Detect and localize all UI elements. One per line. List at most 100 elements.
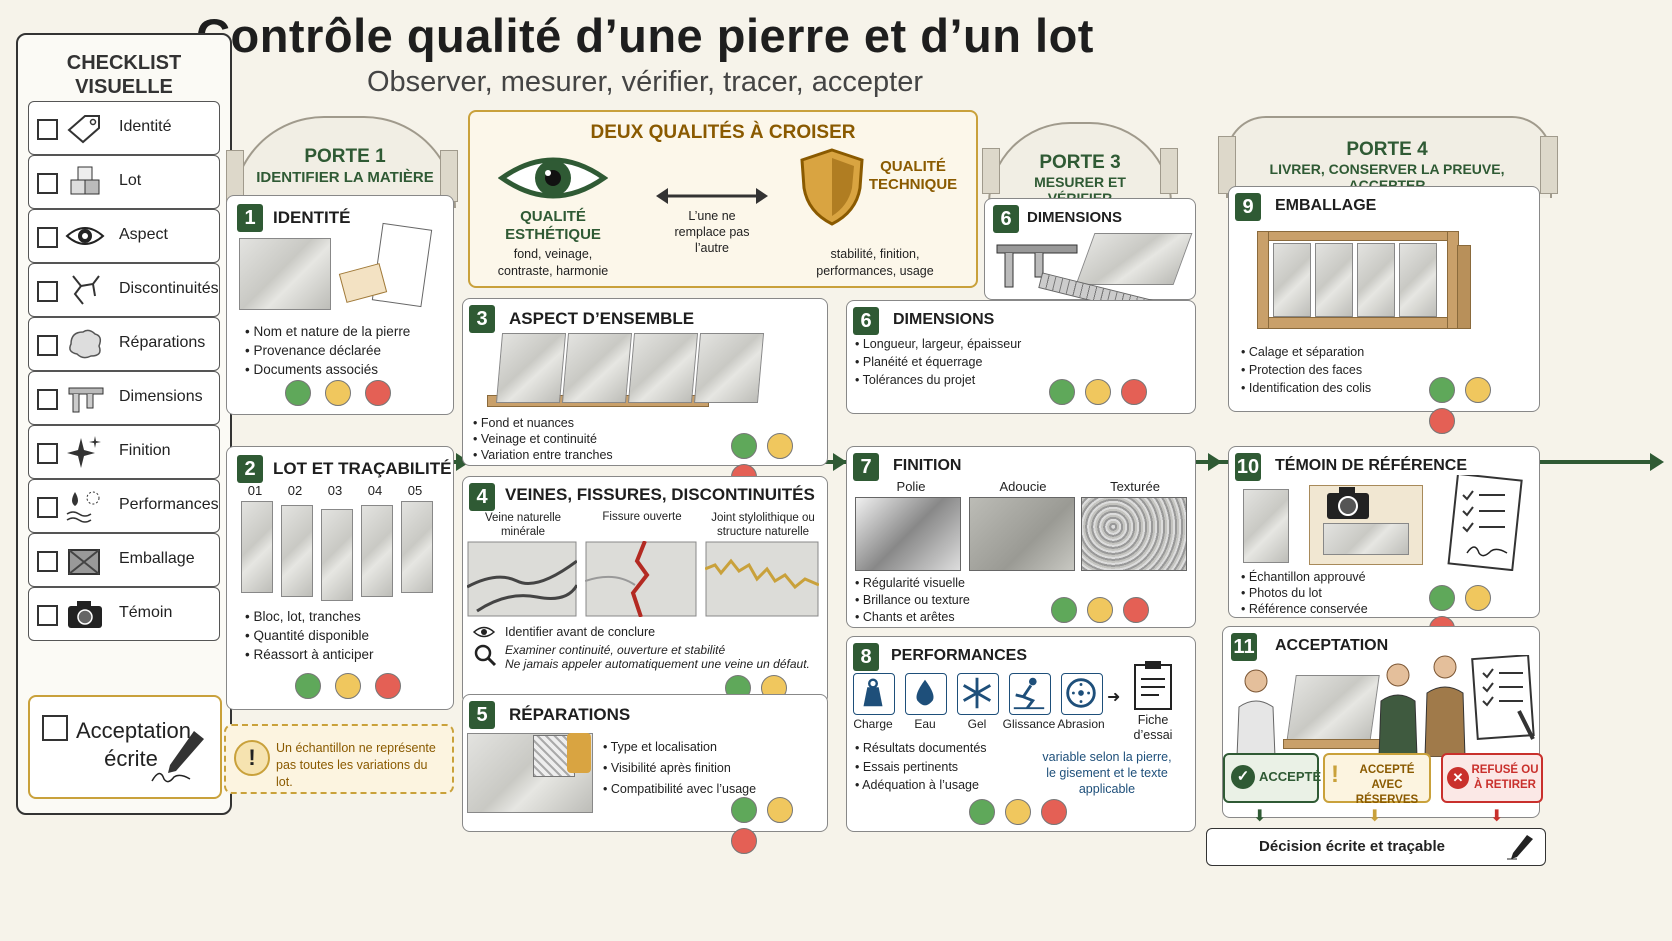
step-8-card: 8 PERFORMANCES Charge Eau Gel Glissance … [846,636,1196,832]
step-8-bullets: Résultats documentésEssais pertinentsAdé… [855,739,986,795]
signature-pen-icon [151,731,204,783]
checklist-item-temoin[interactable]: Témoin [28,587,220,641]
checklist-item-dimensions[interactable]: Dimensions [28,371,220,425]
checklist-item-aspect[interactable]: Aspect [28,209,220,263]
yellow-light[interactable] [1465,377,1491,403]
step-title: ASPECT D’ENSEMBLE [509,309,695,328]
checklist-label: Identité [119,118,172,135]
checkbox[interactable] [37,119,58,140]
yellow-light[interactable] [325,380,351,406]
open-crack-image [585,541,697,617]
cubes-icon [70,166,100,195]
checklist-item-identite[interactable]: Identité [28,101,220,155]
checklist-item-finition[interactable]: Finition [28,425,220,479]
checkbox[interactable] [37,281,58,302]
yellow-light[interactable] [1465,585,1491,611]
timeline-arrow [1208,453,1222,471]
yellow-light[interactable] [1005,799,1031,825]
checklist-item-discontinuites[interactable]: Discontinuités [28,263,220,317]
green-light[interactable] [731,433,757,459]
red-light[interactable] [365,380,391,406]
traffic-lights [1429,585,1539,642]
refused-badge[interactable]: ✕ REFUSÉ OU À RETIRER [1441,753,1543,803]
green-light[interactable] [731,797,757,823]
checkbox[interactable] [37,497,58,518]
checkbox[interactable] [37,335,58,356]
checklist-item-performances[interactable]: Performances [28,479,220,533]
green-light[interactable] [1429,377,1455,403]
two-qualities-title: DEUX QUALITÉS À CROISER [590,122,856,143]
checklist-label: Réparations [119,334,206,351]
checklist-item-emballage[interactable]: Emballage [28,533,220,587]
accepted-badge[interactable]: ✓ ACCEPTÉ [1223,753,1321,803]
yellow-light[interactable] [1085,379,1111,405]
test-label: Eau [914,717,936,731]
written-acceptance-box[interactable]: Acceptation écrite [28,695,222,799]
red-light[interactable] [1123,597,1149,623]
green-light[interactable] [295,673,321,699]
checkbox[interactable] [42,715,68,741]
checkbox[interactable] [37,443,58,464]
yellow-light[interactable] [767,433,793,459]
checkbox[interactable] [37,389,58,410]
vein-note-3: Ne jamais appeler automatiquement une ve… [505,657,810,671]
step-title: DIMENSIONS [1027,209,1123,226]
accepted-with-reserves-badge[interactable]: ! ACCEPTÉ AVEC RÉSERVES [1323,753,1431,806]
green-light[interactable] [1051,597,1077,623]
red-light[interactable] [1429,408,1455,434]
packed-slab-image [1273,243,1311,317]
checklist-label: Témoin [119,604,173,621]
textured-finish-image [1081,497,1187,571]
step-10-card: 10 TÉMOIN DE RÉFÉRENCE Échantillon appro… [1228,446,1540,642]
green-light[interactable] [1049,379,1075,405]
checkbox[interactable] [37,551,58,572]
red-light[interactable] [1041,799,1067,825]
yellow-light[interactable] [335,673,361,699]
checkbox[interactable] [37,605,58,626]
checklist-item-reparations[interactable]: Réparations [28,317,220,371]
yellow-light[interactable] [767,797,793,823]
natural-vein-image [467,541,577,617]
person-icon [1378,663,1418,757]
packed-slab-image [1315,243,1353,317]
crate-image [1257,231,1269,329]
cross-icon: ✕ [1447,767,1469,789]
eye-icon [498,157,608,199]
green-light[interactable] [1429,585,1455,611]
red-light[interactable] [375,673,401,699]
drops-icon [66,491,100,523]
crate-icon [68,549,100,575]
step-title: TÉMOIN DE RÉFÉRENCE [1275,457,1468,474]
final-decision-box[interactable]: Décision écrite et traçable [1206,828,1546,866]
checkbox[interactable] [37,227,58,248]
stylolite-joint-image [705,541,819,617]
panel-label: Joint stylolithique ou structure naturel… [711,512,815,538]
traffic-lights [295,673,415,699]
green-light[interactable] [285,380,311,406]
checklist-sheet-icon [1471,655,1535,740]
red-light[interactable] [1121,379,1147,405]
tag-icon [67,115,100,144]
crate-image [1457,245,1471,329]
step-7-card: 7 FINITION Polie Adoucie Texturée Régula… [846,446,1196,628]
checkbox[interactable] [37,173,58,194]
step-4-card: 4 VEINES, FISSURES, DISCONTINUITÉS Veine… [462,476,828,732]
step-1-bullets: Nom et nature de la pierreProvenance déc… [245,322,410,379]
slip-icon [1009,673,1051,715]
red-light[interactable] [731,828,757,854]
step-6-card: 6 DIMENSIONS Longueur, largeur, épaisseu… [846,300,1196,414]
step-title: VEINES, FISSURES, DISCONTINUITÉS [505,485,815,504]
double-arrow-icon [656,188,768,204]
green-light[interactable] [969,799,995,825]
test-label: Gel [967,717,987,731]
two-qualities-panel: DEUX QUALITÉS À CROISER QUALITÉ ESTHÉTIQ… [468,110,978,288]
step-9-bullets: Calage et séparationProtection des faces… [1241,343,1371,397]
yellow-light[interactable] [1087,597,1113,623]
step-number: 5 [469,701,495,729]
packed-slab-image [1357,243,1395,317]
slab-image [241,501,273,593]
step-10-bullets: Échantillon approuvéPhotos du lotRéféren… [1241,569,1368,617]
step-title: ACCEPTATION [1275,637,1389,654]
checklist-item-lot[interactable]: Lot [28,155,220,209]
step-9-card: 9 EMBALLAGE Calage et séparationProtecti… [1228,186,1540,434]
